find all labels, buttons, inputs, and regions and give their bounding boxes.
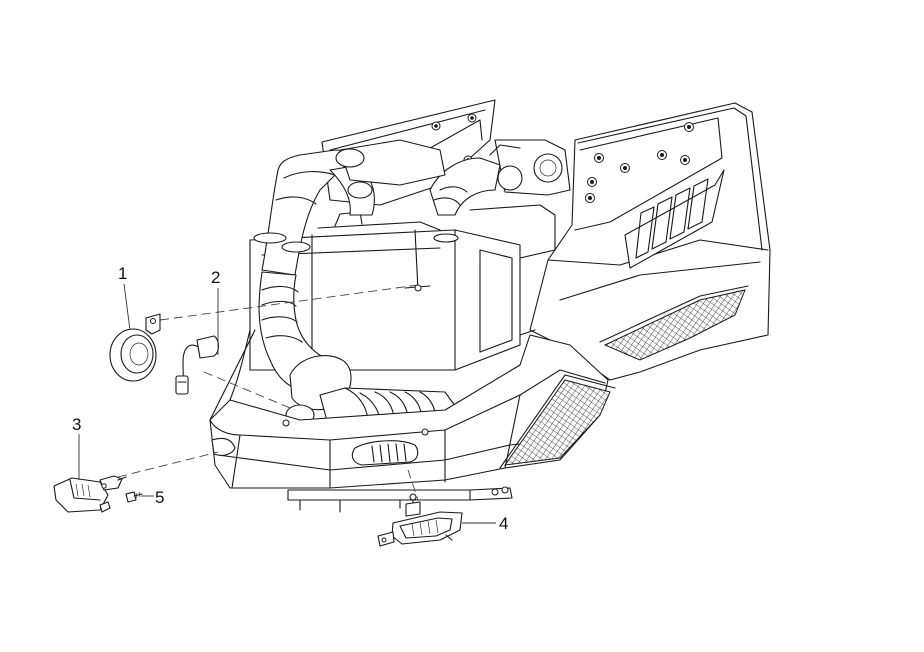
fender-vent <box>624 169 725 269</box>
callout-numbers: 1 2 3 4 5 <box>72 264 508 533</box>
callout-5: 5 <box>155 488 164 507</box>
leader-lines <box>78 283 496 524</box>
right-light-housing-part <box>377 493 463 547</box>
horn-part <box>109 313 161 382</box>
screw-part <box>125 491 143 503</box>
radiator-box <box>249 204 556 371</box>
assembly-lines <box>117 284 419 501</box>
left-light-housing-part <box>53 475 127 513</box>
underbody-bracket <box>287 486 513 513</box>
callout-4: 4 <box>499 514 508 533</box>
upper-mesh-grille <box>603 289 746 361</box>
fender-bolts <box>585 122 694 203</box>
callout-2: 2 <box>211 268 220 287</box>
vehicle-rear-body <box>209 99 771 513</box>
lower-mesh-grille <box>503 379 611 466</box>
callout-3: 3 <box>72 415 81 434</box>
connector-wire-part <box>175 335 220 395</box>
rear-bumper <box>209 329 616 489</box>
engine-top <box>335 139 571 199</box>
callout-1: 1 <box>118 264 127 283</box>
right-fender-panel <box>529 102 771 381</box>
